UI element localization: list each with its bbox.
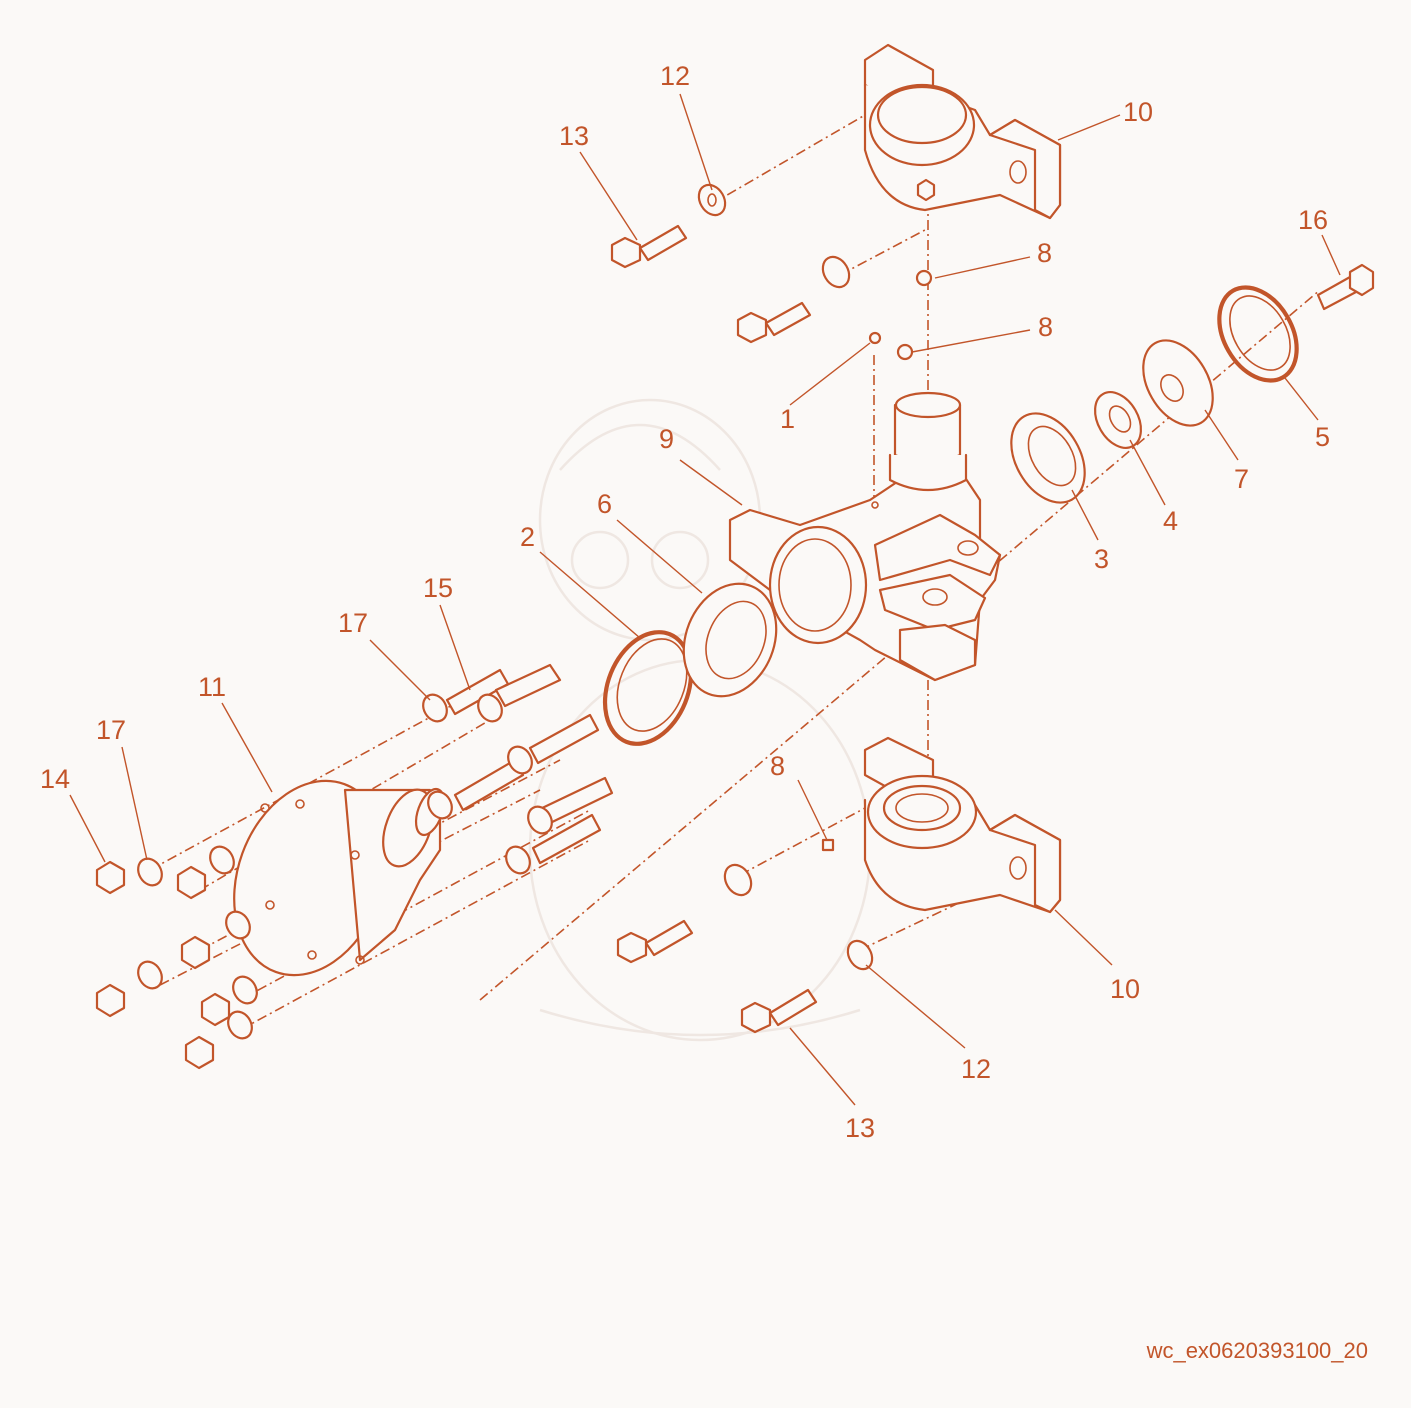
callout-5: 5	[1315, 422, 1330, 452]
callout-16: 16	[1298, 205, 1328, 235]
callout-3: 3	[1094, 544, 1109, 574]
callout-8-lower: 8	[770, 751, 785, 781]
washer-12-upper	[697, 183, 727, 217]
callout-17-upper: 17	[338, 608, 368, 638]
callout-10-upper: 10	[1123, 97, 1153, 127]
callout-12-lower: 12	[961, 1054, 991, 1084]
bolt-13-upper	[610, 224, 688, 269]
callout-14: 14	[40, 764, 70, 794]
bolt-13-lower	[740, 939, 874, 1034]
seal-ring-2	[602, 630, 694, 746]
callout-labels: 1 2 3 4 5 6 7 8 8 8 9 10 10 11 12 12 13 …	[40, 61, 1330, 1143]
lower-bearing-block	[863, 736, 1062, 914]
nuts-14	[95, 845, 258, 1070]
drawing-id: wc_ex0620393100_20	[1146, 1338, 1368, 1363]
callout-8-middle: 8	[1038, 312, 1053, 342]
callout-13-lower: 13	[845, 1113, 875, 1143]
bolt-second-upper	[736, 255, 851, 344]
ring-5	[1217, 285, 1299, 383]
callout-13-upper: 13	[559, 121, 589, 151]
callout-7: 7	[1234, 464, 1249, 494]
cap-7	[1142, 339, 1214, 427]
studs-15	[422, 663, 614, 875]
callout-12-upper: 12	[660, 61, 690, 91]
grease-fittings	[821, 269, 933, 852]
callout-8-upper: 8	[1037, 238, 1052, 268]
callout-1: 1	[780, 404, 795, 434]
wheel-hub	[233, 779, 446, 977]
leader-lines	[69, 93, 1341, 1106]
bearing-3	[1010, 412, 1086, 504]
washer-4	[1093, 391, 1143, 449]
callout-15: 15	[423, 573, 453, 603]
callout-6: 6	[597, 489, 612, 519]
callout-9: 9	[659, 424, 674, 454]
callout-11: 11	[198, 672, 226, 702]
upper-bearing-block	[863, 43, 1062, 220]
bearing-6	[682, 582, 778, 698]
bolt-second-lower	[616, 863, 753, 964]
callout-2: 2	[520, 522, 535, 552]
steering-knuckle	[728, 391, 1002, 682]
callout-17-lower: 17	[96, 715, 126, 745]
callout-10-lower: 10	[1110, 974, 1140, 1004]
callout-4: 4	[1163, 506, 1178, 536]
bolt-16	[1316, 263, 1375, 311]
